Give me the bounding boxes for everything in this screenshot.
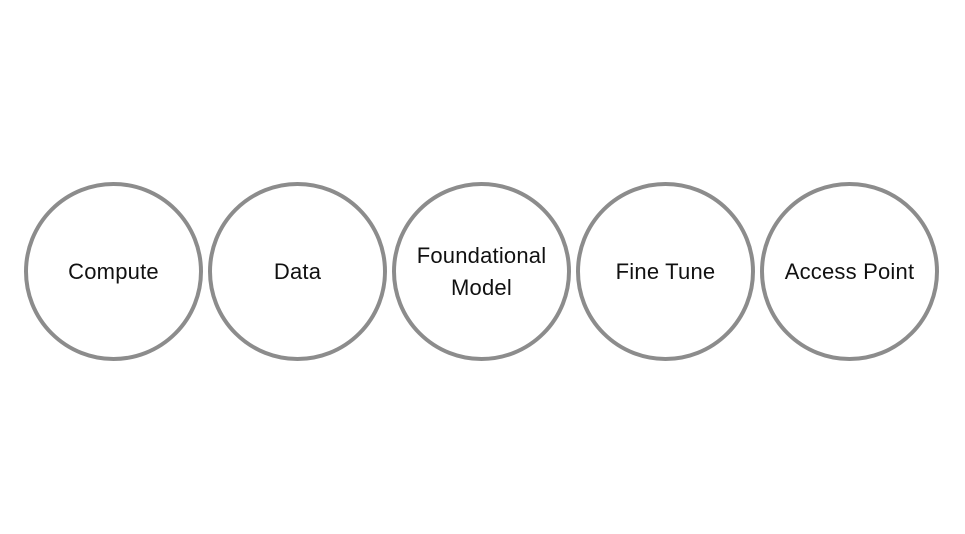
stage-circle-data: Data <box>208 182 387 361</box>
stage-label-compute: Compute <box>68 258 159 284</box>
stage-circle-fine-tune: Fine Tune <box>576 182 755 361</box>
stage-label-foundational-model: Foundational Model <box>416 242 547 300</box>
stage-circle-compute: Compute <box>24 182 203 361</box>
stage-label-access-point: Access Point <box>784 258 915 284</box>
stage-circle-foundational-model: Foundational Model <box>392 182 571 361</box>
stage-circle-access-point: Access Point <box>760 182 939 361</box>
stage-label-data: Data <box>273 258 322 284</box>
stage-label-fine-tune: Fine Tune <box>615 258 716 284</box>
